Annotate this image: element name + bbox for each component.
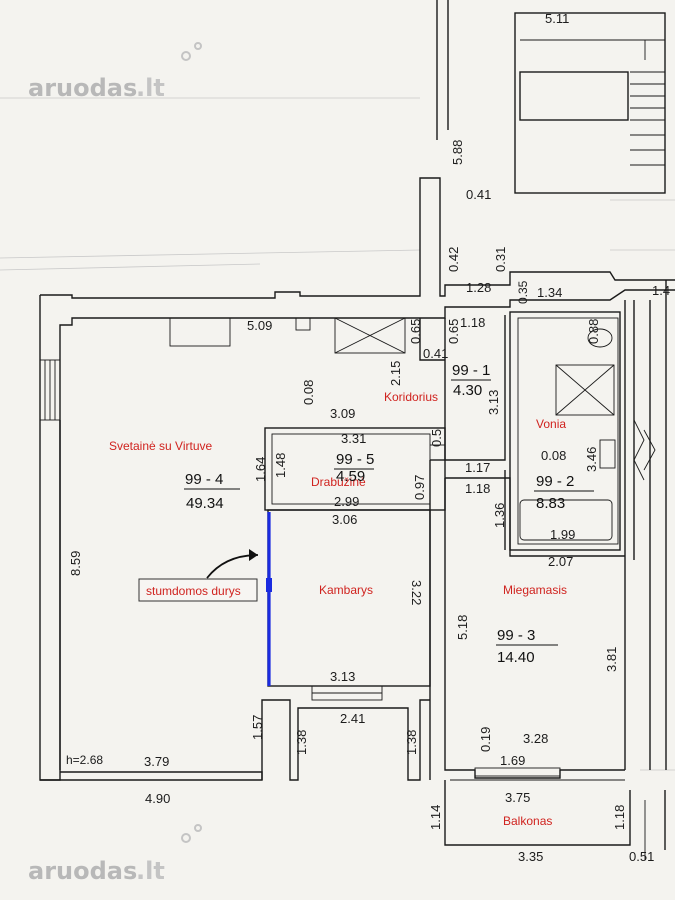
dimension-label: 5.09: [247, 318, 272, 333]
dimension-label: 3.13: [330, 669, 355, 684]
dimension-label: 3.13: [486, 390, 501, 415]
dimension-label: 0.31: [493, 247, 508, 272]
dimension-label: 0.19: [478, 727, 493, 752]
stairwell: [436, 0, 666, 194]
dimension-label: 0.97: [412, 475, 427, 500]
dimension-label: 1.48: [273, 453, 288, 478]
watermark-bottom: aruodas .lt: [28, 824, 202, 885]
dimension-label: 0.08: [541, 448, 566, 463]
dimension-label: 4.90: [145, 791, 170, 806]
dimension-label: 1.57: [250, 715, 265, 740]
room-area-corridor: 4.30: [453, 382, 482, 399]
dimension-label: 0.41: [466, 187, 491, 202]
walls: [39, 177, 675, 860]
dimension-label: 1.36: [492, 503, 507, 528]
dimension-label: 3.28: [523, 731, 548, 746]
room-label-balcony: Balkonas: [503, 814, 552, 828]
annotation-box: [138, 578, 258, 602]
dimension-label: 3.09: [330, 406, 355, 421]
room-area-wardrobe: 4.59: [336, 468, 365, 485]
room-number-bathroom: 99 - 2: [536, 473, 574, 490]
annotation-arrow: [206, 549, 259, 579]
dimension-label: 1.64: [253, 457, 268, 482]
dimension-label: 0.51: [629, 849, 654, 864]
dimension-label: 3.35: [518, 849, 543, 864]
dimension-label: 8.59: [68, 551, 83, 576]
dimension-label: 0.65: [446, 319, 461, 344]
dimension-label: 1.14: [428, 805, 443, 830]
dimension-label: 0.88: [586, 319, 601, 344]
dimension-label: 2.41: [340, 711, 365, 726]
dimension-label: h=2.68: [66, 753, 103, 767]
dimension-label: 2.15: [388, 361, 403, 386]
dimension-label: 0.5: [429, 429, 444, 447]
dimension-label: 0.35: [516, 280, 530, 304]
dimension-label: 3.22: [409, 580, 424, 605]
room-label-bedroom: Miegamasis: [503, 583, 567, 597]
room-label-living: Svetainė su Virtuve: [109, 439, 212, 453]
dimension-label: 5.88: [450, 140, 465, 165]
dimension-label: 3.75: [505, 790, 530, 805]
dimension-label: 3.06: [332, 512, 357, 527]
room-number-corridor: 99 - 1: [452, 362, 490, 379]
dimension-label: 3.79: [144, 754, 169, 769]
watermark-text: aruodas: [28, 74, 137, 102]
dimension-label: 1.17: [465, 460, 490, 475]
room-label-room: Kambarys: [319, 583, 373, 597]
room-area-bedroom: 14.40: [497, 649, 535, 666]
watermark-suffix: .lt: [136, 74, 165, 102]
dimension-label: 1.38: [294, 730, 309, 755]
room-area-bathroom: 8.83: [536, 495, 565, 512]
room-label-corridor: Koridorius: [384, 390, 438, 404]
dimension-label: 1.18: [465, 481, 490, 496]
dimension-label: 0.41: [423, 346, 448, 361]
watermark-top: aruodas .lt: [28, 42, 202, 102]
room-label-wardrobe: Drabužinė: [311, 475, 366, 489]
dimension-label: 5.18: [455, 615, 470, 640]
dimension-label: 0.65: [408, 319, 423, 344]
dimension-label: 1.18: [612, 805, 627, 830]
dimension-label: 1.18: [460, 315, 485, 330]
dimension-label: 3.31: [341, 431, 366, 446]
room-label-bathroom: Vonia: [536, 417, 566, 431]
room-number-living: 99 - 4: [185, 471, 223, 488]
watermark-suffix: .lt: [136, 857, 165, 885]
annotation-label: stumdomos durys: [146, 584, 241, 598]
dimension-label: 5.11: [545, 11, 569, 26]
dimension-label: 1.38: [404, 730, 419, 755]
dimension-label: 3.46: [584, 447, 599, 472]
dimension-label: 1.34: [537, 285, 562, 300]
dimension-label: 1.28: [466, 280, 491, 295]
dimension-label: 1.4: [652, 283, 670, 298]
sliding-door: [266, 512, 272, 686]
background-grid: [0, 97, 675, 771]
dimension-label: 1.69: [500, 753, 525, 768]
room-area-living: 49.34: [186, 495, 224, 512]
watermark-text: aruodas: [28, 857, 137, 885]
dimension-label: 0.08: [301, 380, 316, 405]
room-number-bedroom: 99 - 3: [497, 627, 535, 644]
dimension-label: 3.81: [604, 647, 619, 672]
dimension-label: 1.99: [550, 527, 575, 542]
dimension-label: 2.07: [548, 554, 573, 569]
dimension-label: 2.99: [334, 494, 359, 509]
room-number-wardrobe: 99 - 5: [336, 451, 374, 468]
dimension-label: 0.42: [446, 247, 461, 272]
